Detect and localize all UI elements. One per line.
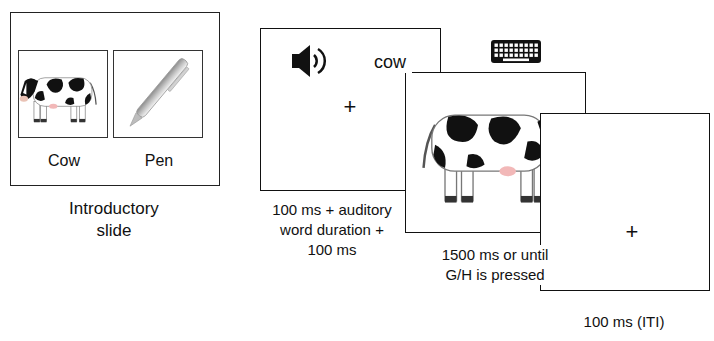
slide-frame: Introductory slideCowPen bbox=[10, 12, 220, 186]
picture-label: Cow bbox=[19, 151, 109, 171]
slide-caption: Introductory slide bbox=[59, 198, 169, 242]
screen-frame bbox=[541, 114, 710, 291]
timing-caption: 100 ms + auditory word duration + 100 ms bbox=[268, 200, 396, 260]
speaker-icon bbox=[292, 45, 325, 77]
fixation-cross: + bbox=[622, 220, 642, 244]
cow-picture bbox=[20, 78, 96, 123]
keyboard-icon bbox=[491, 40, 541, 63]
spoken-word: cow bbox=[368, 51, 412, 73]
picture-box: Cow bbox=[18, 50, 108, 138]
screen-box: +100 ms (ITI) bbox=[540, 113, 710, 291]
pen-picture bbox=[126, 57, 192, 132]
screen-box: cow+100 ms + auditory word duration + 10… bbox=[260, 28, 441, 191]
timing-caption: 100 ms (ITI) bbox=[574, 311, 674, 333]
picture-label: Pen bbox=[114, 151, 204, 171]
screen-box: 1500 ms or until G/H is pressed bbox=[405, 72, 586, 233]
picture-box: Pen bbox=[113, 50, 203, 138]
timing-caption: 1500 ms or until G/H is pressed bbox=[435, 245, 555, 285]
fixation-cross: + bbox=[340, 95, 360, 119]
